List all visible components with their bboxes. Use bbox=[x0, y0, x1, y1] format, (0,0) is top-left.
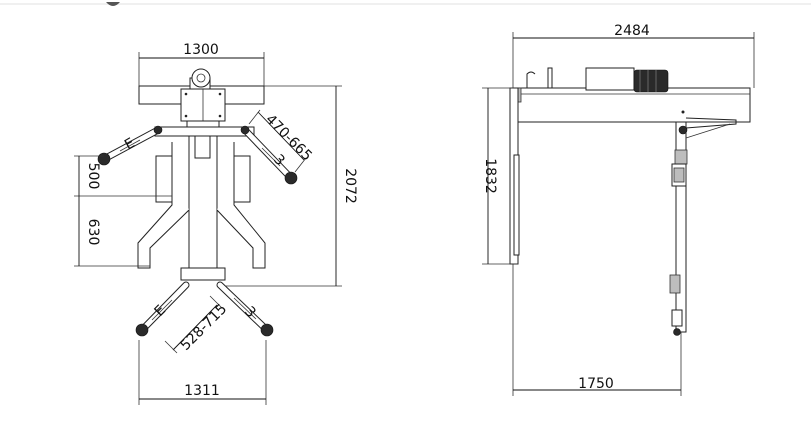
right-side-plate bbox=[233, 155, 251, 203]
dim-side-height: 1832 bbox=[482, 87, 518, 265]
dim-1832-label: 1832 bbox=[482, 158, 498, 194]
dim-500-label: 500 bbox=[85, 163, 101, 190]
upper-left-arm: E bbox=[97, 125, 163, 166]
dim-side-depth: 1750 bbox=[512, 264, 682, 396]
left-side-plate bbox=[155, 155, 173, 203]
upper-right-arm: 3 bbox=[240, 125, 298, 185]
right-leg bbox=[216, 142, 266, 269]
side-beam bbox=[512, 87, 751, 123]
dim-1311-label: 1311 bbox=[184, 383, 220, 399]
dim-2072-label: 2072 bbox=[342, 168, 358, 204]
side-hook-left-icon bbox=[526, 71, 536, 88]
side-motor bbox=[585, 67, 635, 91]
lower-right-pad-icon bbox=[260, 323, 274, 337]
top-ring-icon bbox=[191, 68, 211, 88]
dim-2484-label: 2484 bbox=[614, 23, 650, 39]
lower-bracket bbox=[180, 267, 226, 281]
dim-630-label: 630 bbox=[85, 219, 101, 246]
upper-crossbeam bbox=[154, 126, 255, 137]
front-view: E 3 E 3 bbox=[74, 42, 358, 405]
upper-right-pad-icon bbox=[284, 171, 298, 185]
dim-left-offsets: 500 630 bbox=[74, 155, 172, 267]
lower-left-arm: E bbox=[135, 281, 190, 337]
dim-1300-label: 1300 bbox=[183, 42, 219, 58]
lower-right-arm: 3 bbox=[216, 281, 274, 337]
dim-lower-arm-reach: 528-715 bbox=[164, 295, 231, 354]
corner-mark-icon bbox=[106, 2, 120, 6]
side-view: 2484 1832 1750 bbox=[482, 23, 755, 396]
lower-left-pad-icon bbox=[135, 323, 149, 337]
dim-top-width: 1300 bbox=[138, 42, 265, 86]
dim-side-length: 2484 bbox=[512, 23, 755, 88]
dim-total-height: 2072 bbox=[225, 85, 358, 287]
side-bracket bbox=[685, 117, 737, 129]
dim-bottom-width: 1311 bbox=[138, 340, 267, 405]
dim-1750-label: 1750 bbox=[578, 376, 614, 392]
dim-528-715-label: 528-715 bbox=[178, 301, 231, 354]
side-motor-housing bbox=[633, 69, 669, 93]
left-leg bbox=[137, 142, 190, 269]
side-handle-icon bbox=[547, 67, 553, 88]
